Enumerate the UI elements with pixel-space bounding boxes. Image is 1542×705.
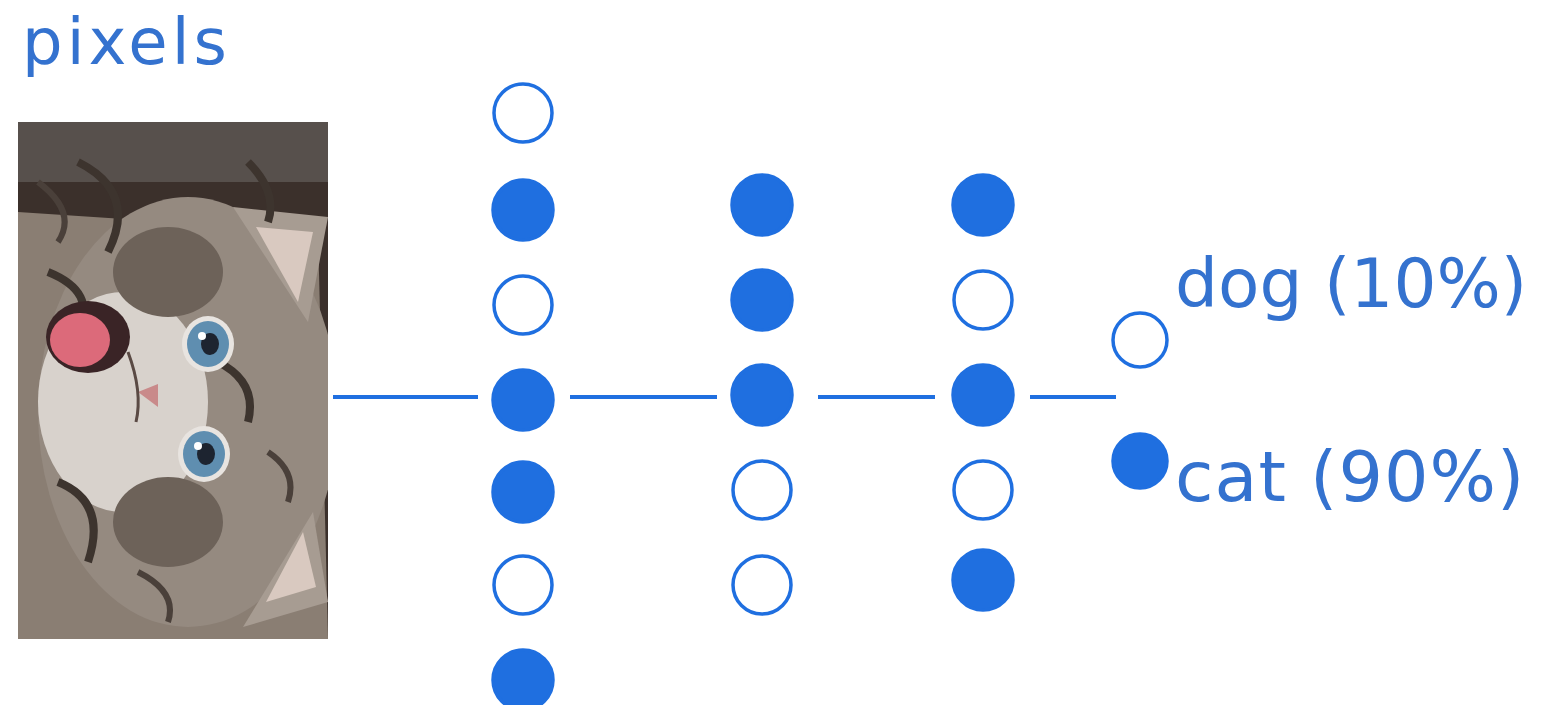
neuron-circle: [1111, 311, 1169, 369]
hidden-layer: [732, 175, 792, 614]
kitten-photo: [18, 122, 328, 639]
class-probability: dog (10%): [1175, 243, 1527, 325]
neuron-off: [954, 461, 1012, 519]
class-probability: cat (90%): [1175, 436, 1525, 518]
neuron-off: [733, 556, 791, 614]
neuron-on: [732, 175, 792, 235]
neuron-on: [493, 370, 553, 430]
neuron-off: [733, 461, 791, 519]
input-image: pixels: [18, 4, 328, 644]
input-layer: [493, 84, 553, 705]
neuron-off: [954, 271, 1012, 329]
output-neuron: dog (10%): [1111, 311, 1169, 369]
neuron-on: [732, 365, 792, 425]
neuron-off: [494, 84, 552, 142]
hidden-layer: [953, 175, 1013, 610]
neuron-off: [494, 276, 552, 334]
neuron-circle: [1111, 432, 1171, 492]
neuron-on: [493, 462, 553, 522]
neuron-on: [953, 365, 1013, 425]
neuron-on: [732, 270, 792, 330]
neuron-on: [953, 175, 1013, 235]
neuron-off: [494, 556, 552, 614]
neuron-on: [953, 550, 1013, 610]
output-neuron: cat (90%): [1111, 432, 1171, 492]
neuron-on: [493, 650, 553, 705]
link-line: [570, 395, 717, 399]
input-label: pixels: [22, 4, 231, 80]
link-line: [818, 395, 935, 399]
link-line: [1030, 395, 1116, 399]
neuron-on: [493, 180, 553, 240]
link-line: [333, 395, 478, 399]
